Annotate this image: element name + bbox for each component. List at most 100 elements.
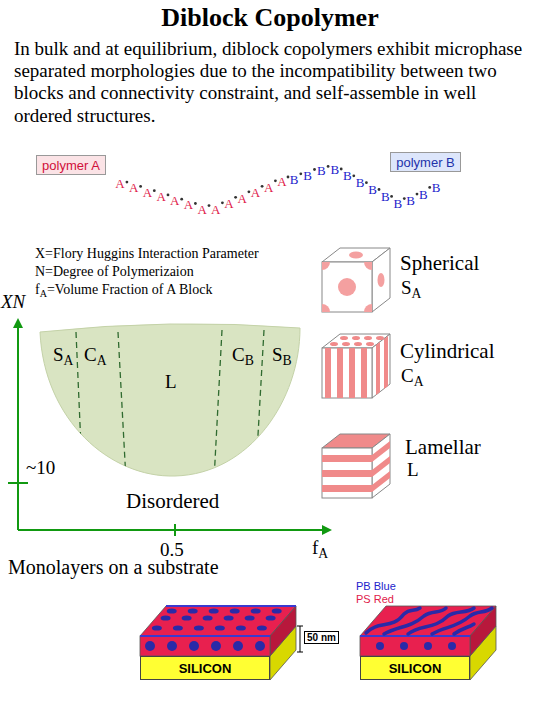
- bond-dot: [251, 608, 261, 613]
- axis-label: XN: [1, 292, 25, 313]
- dimension-bracket: [297, 626, 303, 652]
- bond-dot: [153, 189, 156, 192]
- bond-dot: [416, 193, 419, 196]
- spherical-cube: [322, 248, 390, 312]
- bond-dot: [180, 198, 183, 201]
- axis-label: fA: [312, 538, 328, 559]
- morphology-symbol: SA: [401, 278, 421, 299]
- morphology-name: Cylindrical: [400, 340, 494, 363]
- bond-dot: [221, 201, 224, 204]
- bond-dot: [352, 174, 355, 177]
- bond-dot: [173, 625, 183, 630]
- monomer-b: B: [356, 176, 365, 190]
- substrate-block: SILICON: [360, 656, 470, 680]
- bond-dot: [266, 615, 276, 620]
- bond-dot: [215, 625, 225, 630]
- bond-dot: [126, 181, 129, 184]
- dimension-label: 50 nm: [304, 631, 339, 644]
- tick: [174, 524, 176, 536]
- monomer-b: B: [343, 169, 352, 183]
- bond-dot: [182, 615, 192, 620]
- ordered-region: [40, 324, 300, 476]
- lamellar-cube: [322, 434, 390, 498]
- bond-dot: [287, 176, 290, 179]
- bond-dot: [248, 190, 251, 193]
- monomer-b: B: [303, 169, 312, 183]
- bond-dot: [224, 615, 234, 620]
- block-label: polymer B: [390, 152, 461, 172]
- intro-paragraph: In bulk and at equilibrium, diblock copo…: [14, 38, 536, 127]
- bond-dot: [161, 615, 171, 620]
- bond-dot: [152, 625, 162, 630]
- bond-dot: [145, 641, 155, 651]
- bond-dot: [327, 165, 330, 168]
- definition: N=Degree of Polymerizaion: [35, 264, 194, 279]
- monomer-a: A: [129, 181, 138, 195]
- bond-dot: [274, 179, 277, 182]
- monomer-b: B: [381, 190, 390, 204]
- tick: [8, 482, 28, 484]
- phase-label: SA: [53, 345, 73, 366]
- monomer-b: B: [330, 162, 339, 176]
- monomer-a: A: [264, 180, 273, 194]
- block-label: polymer A: [36, 155, 106, 175]
- bond-dot: [139, 185, 142, 188]
- node-text: polymer B: [396, 155, 455, 170]
- bond-dot: [261, 185, 264, 188]
- node-text: SILICON: [389, 661, 442, 676]
- bond-dot: [428, 186, 431, 189]
- monomer-a: A: [211, 202, 220, 216]
- monomer-a: A: [198, 202, 207, 216]
- bond-dot: [257, 625, 267, 630]
- bond-dot: [194, 202, 197, 205]
- morphology-symbol: L: [407, 460, 419, 481]
- bond-dot: [340, 168, 343, 171]
- bond-dot: [390, 195, 393, 198]
- legend-note: PS Red: [356, 593, 394, 605]
- phase-label: CA: [84, 345, 107, 366]
- morphology-symbol: CA: [401, 366, 424, 387]
- monomer-a: A: [184, 198, 193, 212]
- node-text: SILICON: [179, 661, 232, 676]
- phase-label: L: [165, 372, 177, 393]
- morphology-name: Spherical: [400, 252, 479, 275]
- section-heading: Monolayers on a substrate: [8, 556, 219, 578]
- substrate-block: SILICON: [140, 656, 270, 680]
- bond-dot: [299, 172, 302, 175]
- bond-dot: [255, 641, 265, 651]
- bond-dot: [236, 625, 246, 630]
- monomer-a: A: [277, 175, 286, 189]
- morphology-name: Lamellar: [405, 436, 481, 459]
- cylinder-monolayer: [140, 606, 296, 680]
- bond-dot: [189, 641, 199, 651]
- y-axis: [17, 320, 19, 530]
- phase-label: CB: [232, 345, 254, 366]
- legend-note: PB Blue: [356, 580, 396, 592]
- bond-dot: [167, 608, 177, 613]
- bond-dot: [403, 197, 406, 200]
- cylindrical-cube: [322, 334, 390, 398]
- monomer-b: B: [394, 197, 403, 211]
- monomer-a: A: [170, 194, 179, 208]
- bond-dot: [234, 196, 237, 199]
- monomer-a: A: [238, 191, 247, 205]
- bond-dot: [378, 188, 381, 191]
- bond-dot: [313, 168, 316, 171]
- stripe-monolayer: [360, 606, 496, 680]
- bond-dot: [209, 608, 219, 613]
- monomer-b: B: [406, 194, 415, 208]
- bond-dot: [365, 181, 368, 184]
- monomer-a: A: [251, 186, 260, 200]
- monomer-b: B: [290, 173, 299, 187]
- definition: X=Flory Huggins Interaction Parameter: [35, 246, 259, 261]
- phase-boundaries: [76, 330, 264, 480]
- bond-dot: [230, 608, 240, 613]
- bond-dot: [203, 615, 213, 620]
- tick-label: ~10: [26, 458, 55, 479]
- bond-dot: [245, 615, 255, 620]
- monomer-a: A: [156, 190, 165, 204]
- bond-dot: [211, 641, 221, 651]
- monomer-a: A: [224, 197, 233, 211]
- bond-dot: [272, 608, 282, 613]
